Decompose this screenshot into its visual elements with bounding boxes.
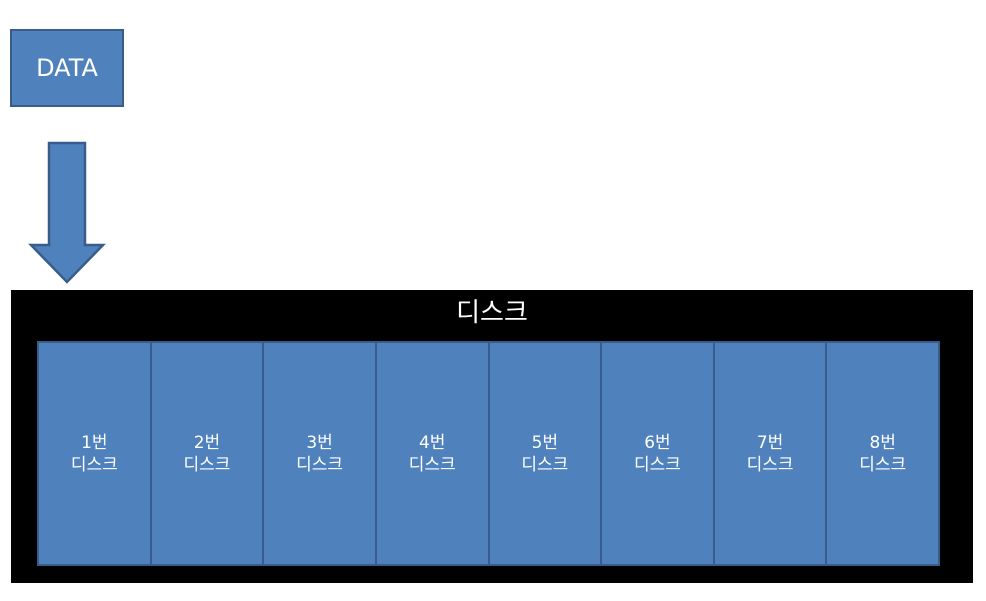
disk-label: 디스크 xyxy=(296,454,344,475)
disk-container: 디스크 1번 디스크 2번 디스크 3번 디스크 4번 디스크 5번 디스크 6… xyxy=(11,290,973,583)
disk-label: 디스크 xyxy=(859,454,907,475)
disk-number: 2번 xyxy=(193,432,221,453)
disk-3: 3번 디스크 xyxy=(262,341,377,566)
disk-5: 5번 디스크 xyxy=(487,341,603,566)
disk-number: 1번 xyxy=(81,432,108,453)
disk-number: 6번 xyxy=(644,432,671,453)
disk-row: 1번 디스크 2번 디스크 3번 디스크 4번 디스크 5번 디스크 6번 디스… xyxy=(37,341,940,566)
disk-2: 2번 디스크 xyxy=(149,341,265,566)
disk-4: 4번 디스크 xyxy=(374,341,490,566)
disk-7: 7번 디스크 xyxy=(712,341,828,566)
disk-number: 3번 xyxy=(306,432,333,453)
down-arrow-icon xyxy=(28,141,106,284)
disk-label: 디스크 xyxy=(746,454,794,475)
disk-1: 1번 디스크 xyxy=(37,341,152,566)
disk-number: 7번 xyxy=(756,432,784,453)
disk-label: 디스크 xyxy=(633,454,681,475)
disk-label: 디스크 xyxy=(408,454,456,475)
disk-label: 디스크 xyxy=(521,454,569,475)
data-box-label: DATA xyxy=(36,54,98,82)
data-box: DATA xyxy=(10,29,124,107)
disk-number: 8번 xyxy=(869,432,896,453)
disk-number: 4번 xyxy=(418,432,446,453)
container-title: 디스크 xyxy=(456,298,528,328)
disk-6: 6번 디스크 xyxy=(600,341,715,566)
disk-8: 8번 디스크 xyxy=(825,341,940,566)
disk-label: 디스크 xyxy=(70,454,118,475)
disk-number: 5번 xyxy=(531,432,559,453)
disk-label: 디스크 xyxy=(183,454,231,475)
